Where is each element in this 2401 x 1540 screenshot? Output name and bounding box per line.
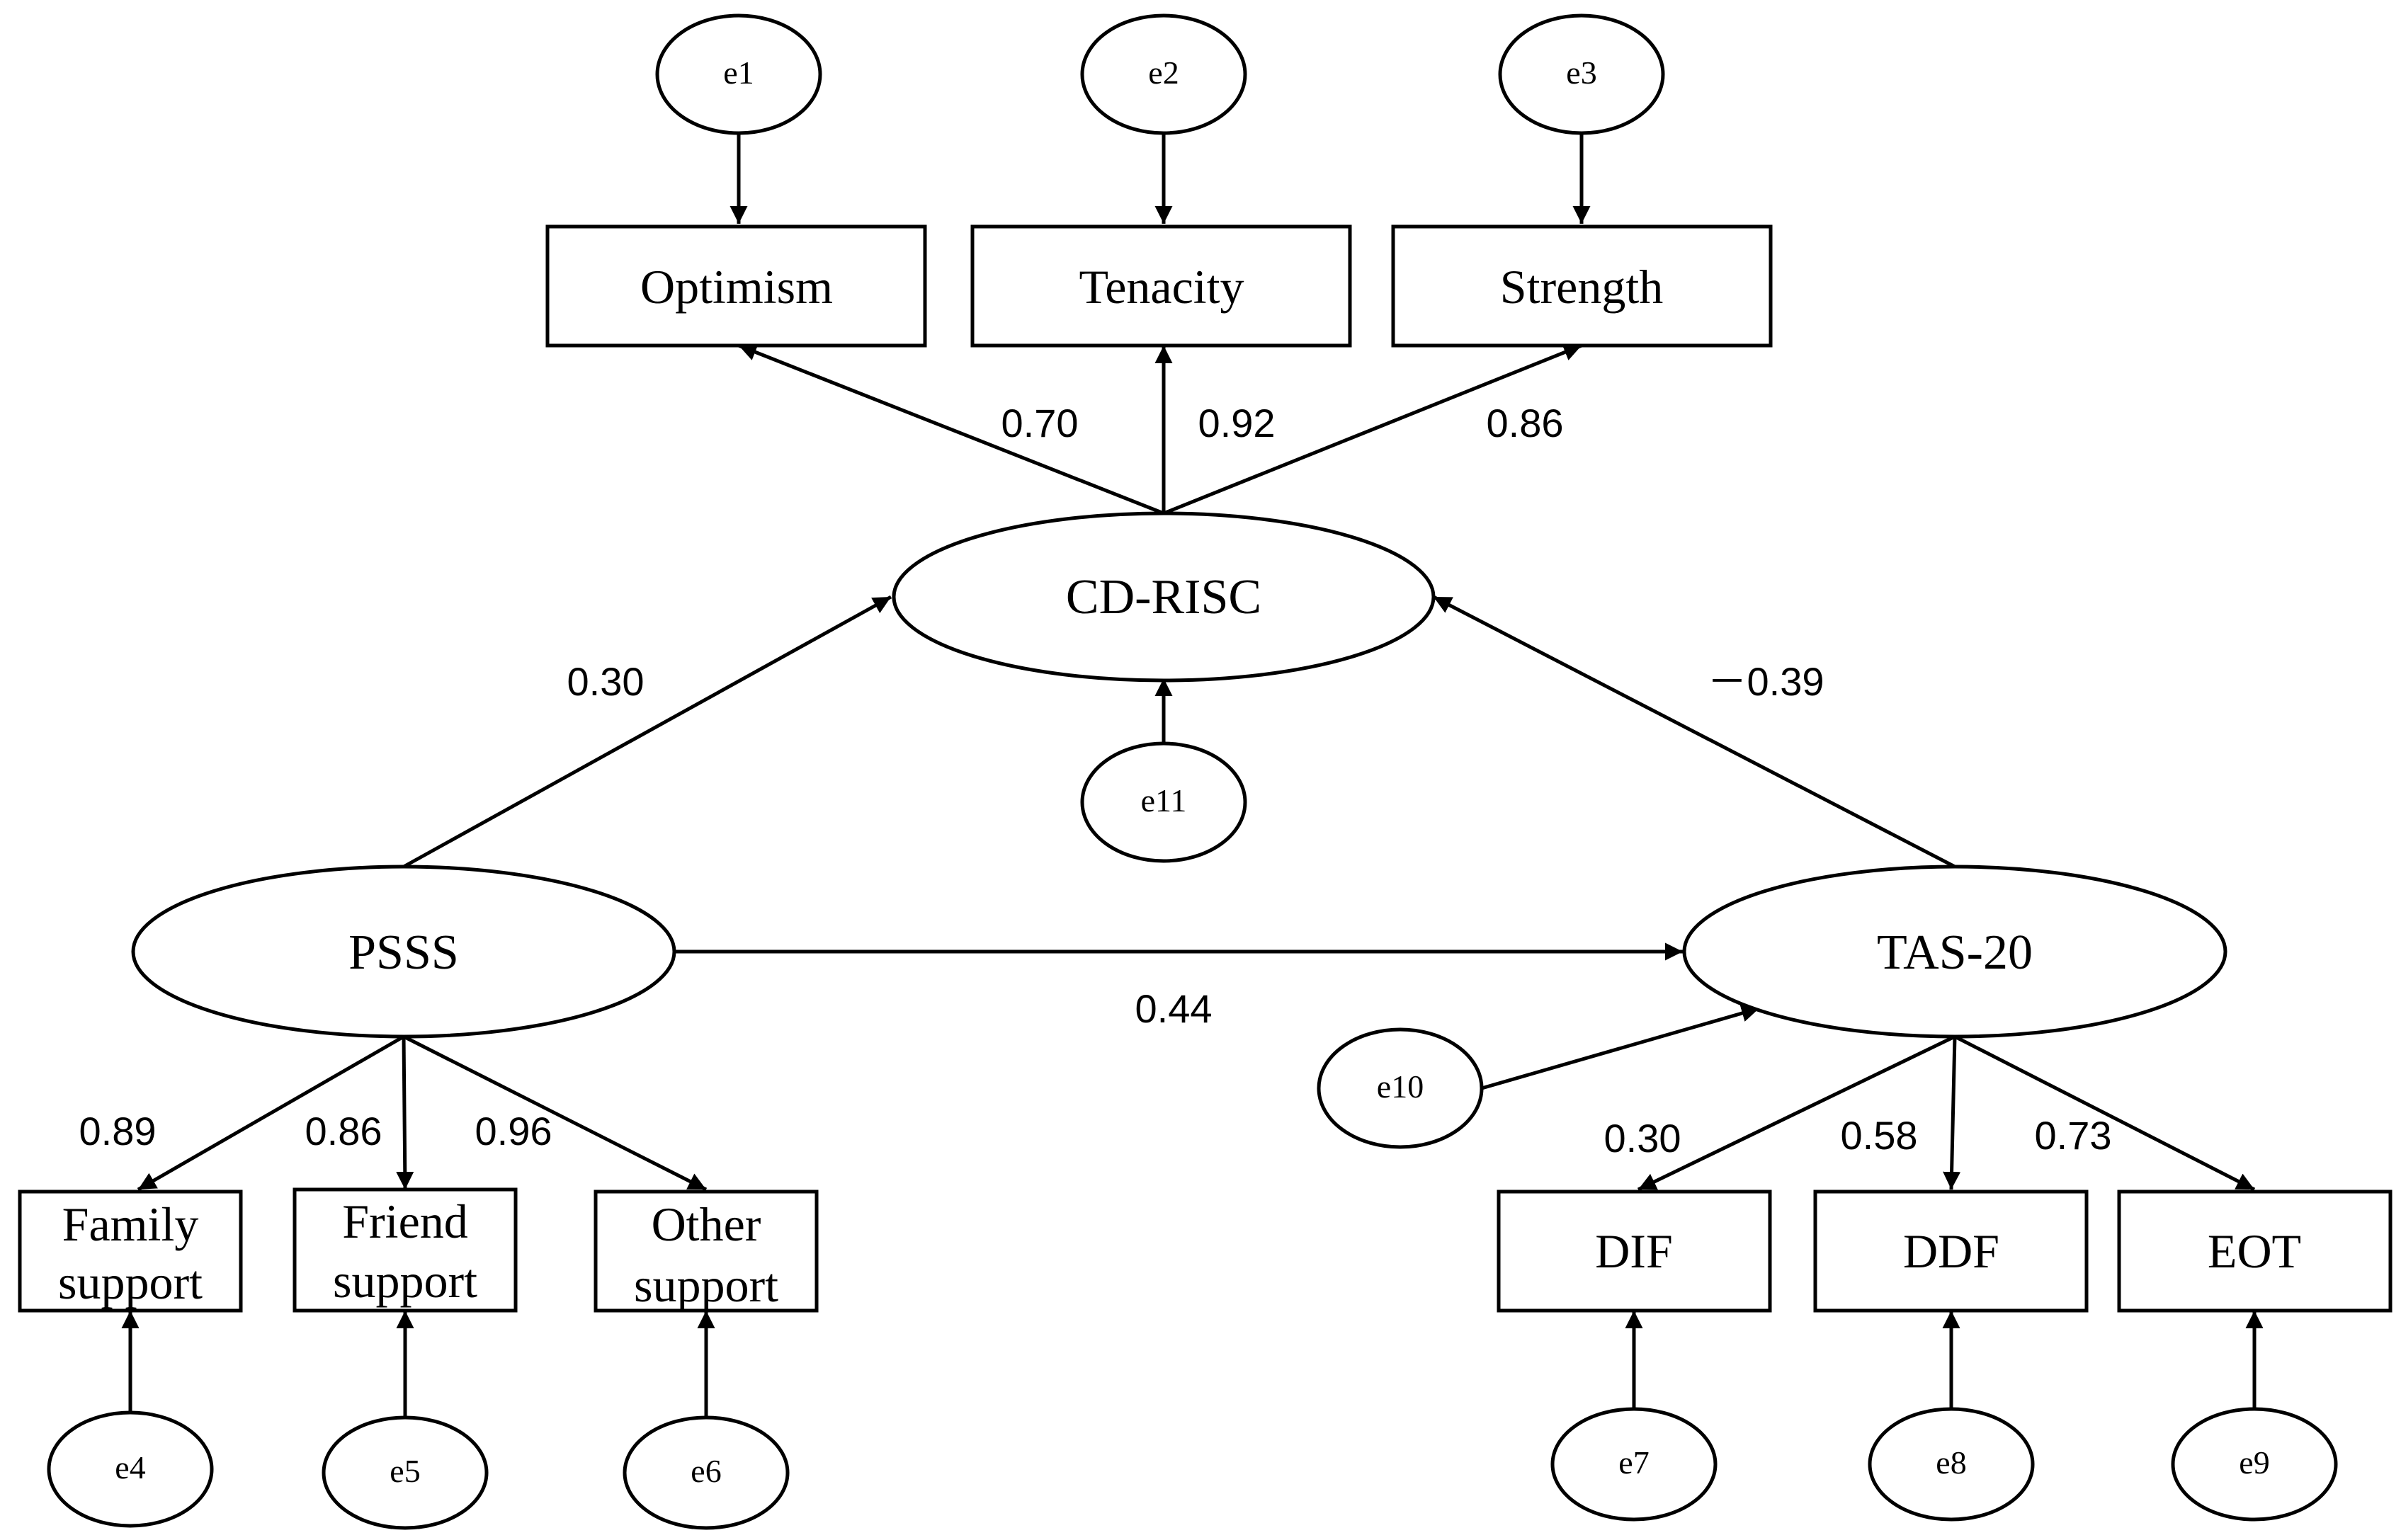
arrow-e10-tas20 [1481,1004,1760,1090]
indicator-tenacity-label: Tenacity [1079,260,1244,314]
indicator-eot: EOT [2117,1190,2393,1313]
error-e4-label: e4 [115,1449,145,1485]
indicator-friend-line2: support [333,1254,477,1308]
error-e9: e9 [2171,1407,2338,1522]
coef-cdrisc-optimism: 0.70 [1001,401,1079,445]
indicator-other-line2: support [634,1258,778,1312]
error-e7-label: e7 [1618,1444,1649,1481]
arrow-tas20-eot [1953,1034,2256,1192]
indicator-family-support: Family support [18,1190,243,1313]
indicator-dif: DIF [1497,1190,1772,1313]
latent-psss: PSSS [131,865,676,1039]
error-e2-label: e2 [1148,55,1179,91]
coefficients: 0.70 0.92 0.86 0.30 －0.39 0.44 0.89 0.86… [79,401,2112,1160]
indicator-eot-label: EOT [2208,1224,2301,1278]
coef-cdrisc-strength: 0.86 [1487,401,1564,445]
indicator-other-line1: Other [652,1197,761,1251]
coef-psss-other: 0.96 [475,1109,552,1153]
coef-psss-family: 0.89 [79,1109,157,1153]
arrow-psss-friend [396,1036,414,1190]
error-e1: e1 [655,13,822,135]
arrow-psss-other [402,1034,708,1192]
indicator-tenacity: Tenacity [970,224,1352,348]
error-e5: e5 [322,1415,489,1530]
indicator-strength: Strength [1391,224,1773,348]
paths [121,133,2264,1418]
coef-cdrisc-tenacity: 0.92 [1198,401,1276,445]
indicator-strength-label: Strength [1500,260,1663,314]
error-e6: e6 [623,1415,790,1530]
latent-tas20: TAS-20 [1682,865,2227,1039]
error-e7: e7 [1550,1407,1718,1522]
arrow-psss-cdrisc [402,595,892,869]
arrow-cdrisc-optimism [738,343,1164,515]
arrow-cdrisc-strength [1163,343,1582,515]
error-e5-label: e5 [390,1453,420,1489]
coef-psss-tas20: 0.44 [1135,986,1213,1031]
error-e8: e8 [1868,1407,2035,1522]
indicator-friend-support: Friend support [293,1187,518,1313]
error-e9-label: e9 [2239,1444,2269,1481]
coef-psss-cdrisc: 0.30 [567,659,645,704]
error-e10-label: e10 [1377,1068,1424,1105]
error-e1-label: e1 [723,55,754,91]
coef-tas20-ddf: 0.58 [1841,1113,1918,1158]
indicator-optimism-label: Optimism [640,260,833,314]
error-e3-label: e3 [1566,55,1596,91]
indicator-optimism: Optimism [545,224,927,348]
arrow-tas20-cdrisc [1432,595,1956,869]
indicator-dif-label: DIF [1595,1224,1673,1278]
error-e11: e11 [1080,741,1247,863]
indicator-ddf-label: DDF [1903,1224,1999,1278]
indicator-other-support: Other support [594,1190,819,1313]
error-e8-label: e8 [1936,1444,1966,1481]
error-e6-label: e6 [691,1453,721,1489]
coef-tas20-dif: 0.30 [1604,1116,1681,1160]
arrow-psss-family [137,1034,405,1192]
arrow-tas20-dif [1637,1034,1956,1192]
error-e4: e4 [47,1410,214,1528]
error-e2: e2 [1080,13,1247,135]
indicator-friend-line1: Friend [342,1194,468,1248]
error-e3: e3 [1498,13,1665,135]
indicator-family-line1: Family [62,1197,199,1251]
latent-tas20-label: TAS-20 [1877,925,2033,980]
coef-psss-friend: 0.86 [305,1109,382,1153]
latent-cdrisc: CD-RISC [892,511,1436,683]
latent-cdrisc-label: CD-RISC [1066,570,1261,624]
coef-tas20-cdrisc: －0.39 [1708,659,1824,704]
latent-psss-label: PSSS [348,925,459,980]
arrow-tas20-ddf [1943,1036,1961,1190]
error-e11-label: e11 [1141,782,1187,819]
indicator-family-line2: support [58,1255,203,1309]
indicator-ddf: DDF [1813,1190,2089,1313]
error-e10: e10 [1317,1027,1484,1149]
coef-tas20-eot: 0.73 [2035,1113,2112,1158]
